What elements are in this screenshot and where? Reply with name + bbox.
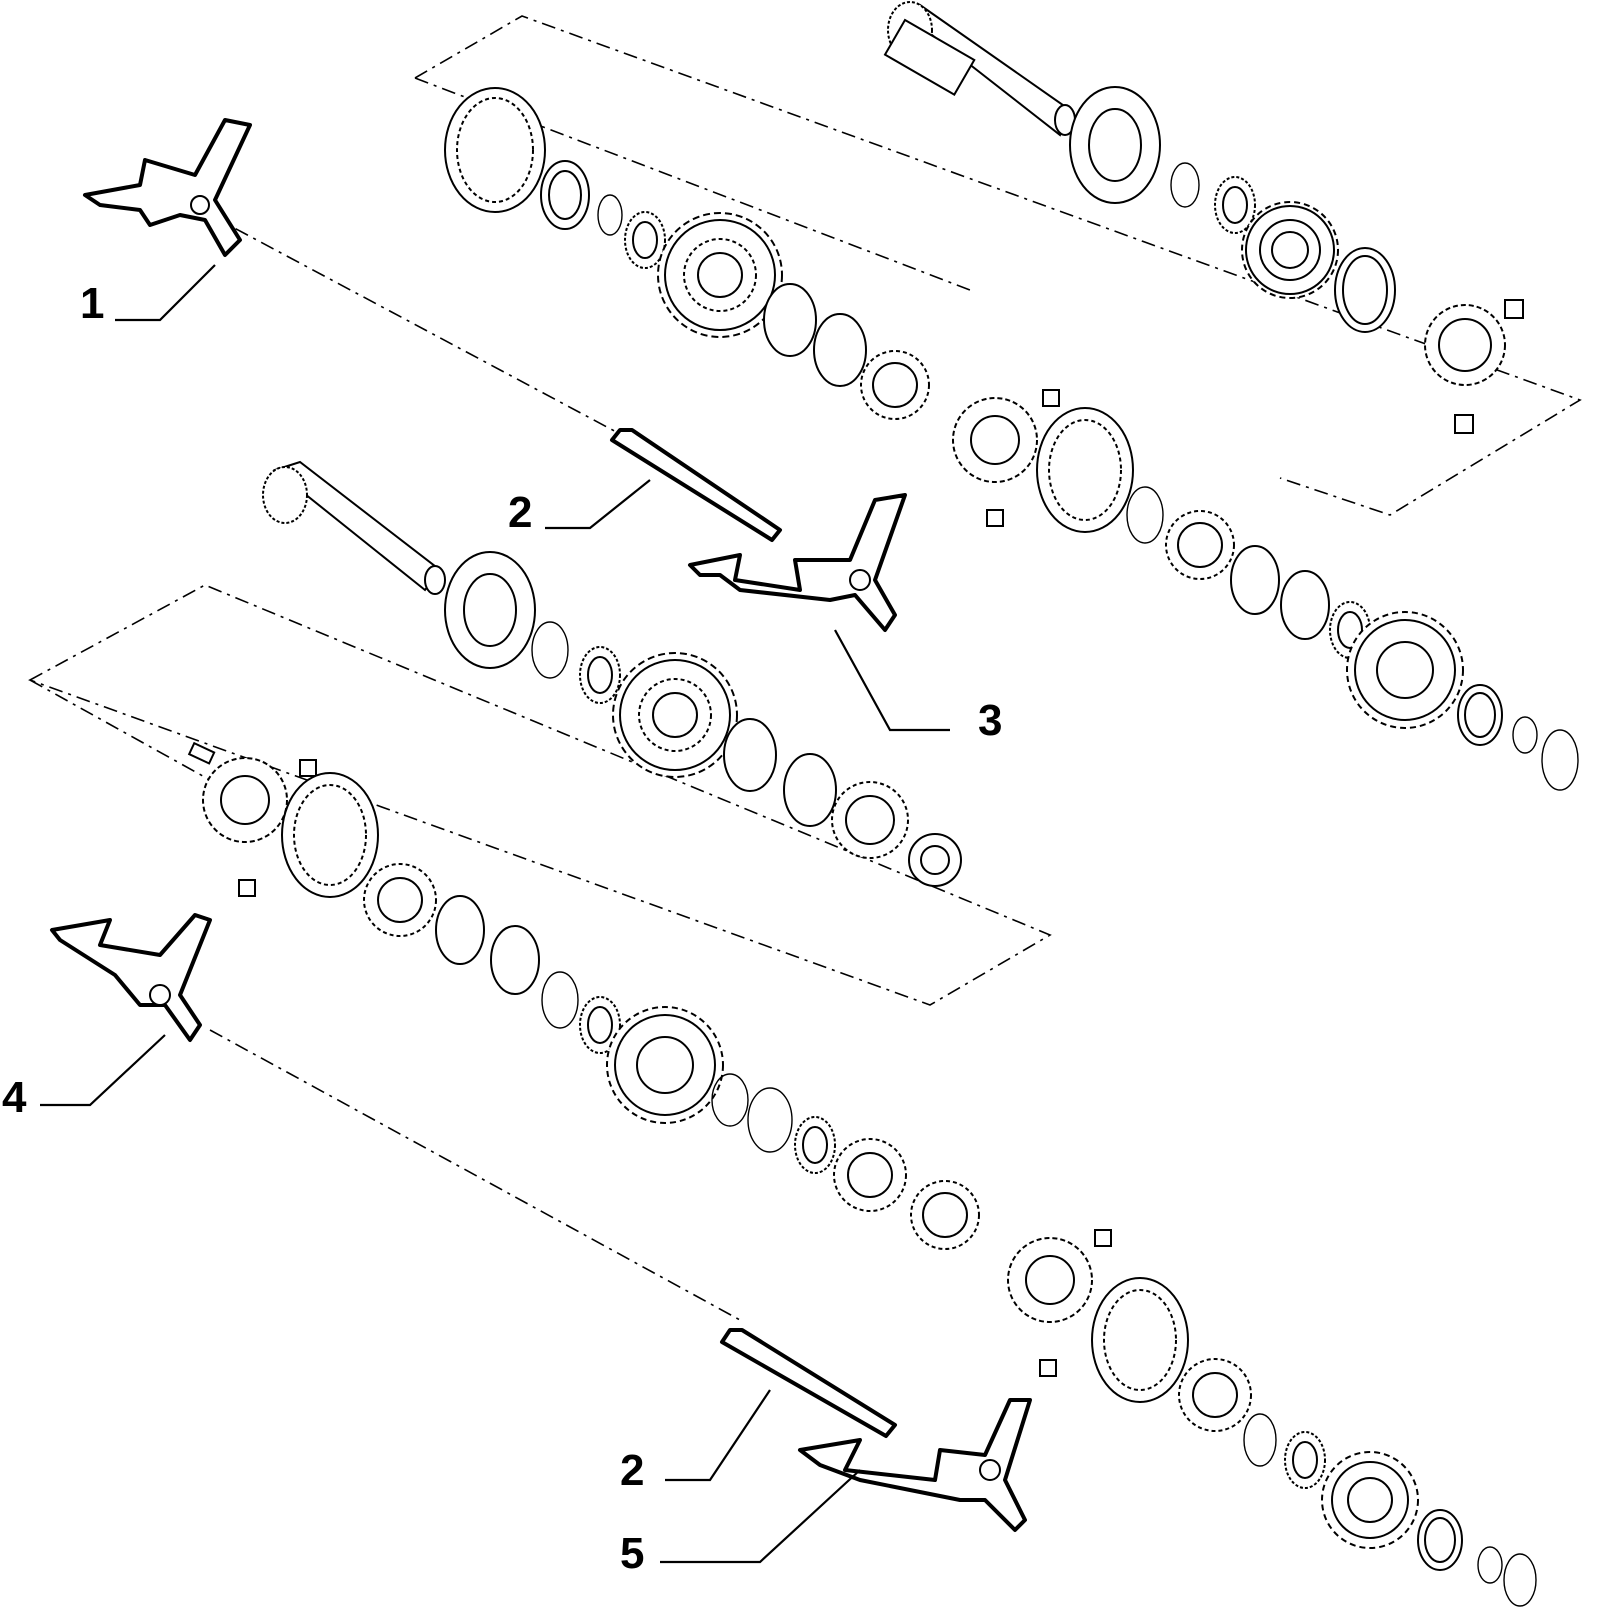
spacer-upper xyxy=(540,160,590,230)
washer-end-upper xyxy=(1541,729,1579,791)
ring-lower-a xyxy=(541,971,579,1029)
sliding-sleeve-upper-mid xyxy=(1036,407,1134,533)
gear-upper-right xyxy=(1241,201,1339,299)
ring-lower-d xyxy=(1243,1413,1277,1467)
synchro-cone-upper xyxy=(860,350,930,420)
synchro-cone-lower xyxy=(831,781,909,859)
synchro-ring-a xyxy=(763,283,817,357)
axis-line-fork-1 xyxy=(209,214,651,451)
snap-ring-upper xyxy=(1170,162,1200,208)
upper-shaft-assembly xyxy=(414,1,1582,791)
callout-label-5: 5 xyxy=(620,1529,644,1578)
callout-3: 3 xyxy=(834,629,1002,745)
callout-4: 4 xyxy=(2,1034,166,1122)
washer-end-lower xyxy=(1503,1553,1537,1607)
synchro-hub-upper-right xyxy=(1424,299,1524,434)
sliding-sleeve-lower-right xyxy=(1091,1277,1189,1403)
selector-rod-2-upper[interactable] xyxy=(610,428,782,542)
callout-label-4: 4 xyxy=(2,1073,27,1122)
synchro-ring-b xyxy=(813,313,867,387)
callout-2-upper: 2 xyxy=(508,479,651,537)
synchro-ring-h xyxy=(490,925,540,995)
synchro-ring-d xyxy=(1280,570,1330,640)
synchro-cone-lower-c xyxy=(833,1138,907,1212)
sliding-sleeve-upper-left xyxy=(444,87,546,213)
bearing-lower-left xyxy=(444,551,536,669)
needle-bearing-lower xyxy=(579,646,621,704)
selector-fork-5[interactable] xyxy=(798,1398,1032,1532)
ring-upper-mid xyxy=(1126,486,1164,544)
needle-bearing-lower-c xyxy=(794,1116,836,1174)
callout-2-lower: 2 xyxy=(620,1389,771,1495)
locking-washer xyxy=(908,833,962,887)
circlip-end-lower xyxy=(1477,1546,1503,1584)
synchro-cone-upper-mid xyxy=(1165,510,1235,580)
callout-label-2-upper: 2 xyxy=(508,488,532,537)
lower-shaft-assembly xyxy=(28,460,1537,1607)
synchro-ring-f xyxy=(783,753,837,827)
selector-fork-4[interactable] xyxy=(50,913,212,1042)
synchro-ring-upper-right xyxy=(1334,247,1396,333)
callout-5: 5 xyxy=(620,1469,861,1578)
callout-label-2-lower: 2 xyxy=(620,1446,644,1495)
needle-bearing-lower-d xyxy=(1284,1431,1326,1489)
selector-fork-1[interactable] xyxy=(83,118,252,257)
selector-fork-3[interactable] xyxy=(688,493,907,632)
callout-label-1: 1 xyxy=(80,279,104,328)
synchro-cone-lower-d xyxy=(910,1180,980,1250)
ring-lower-c xyxy=(747,1087,793,1153)
gear-lower-right xyxy=(1321,1451,1419,1549)
synchro-ring-g xyxy=(435,895,485,965)
ring-lower-b xyxy=(711,1073,749,1127)
gear-lower-b xyxy=(606,1006,724,1124)
callout-label-3: 3 xyxy=(978,696,1002,745)
circlip-upper xyxy=(597,194,623,236)
synchro-cone-lower-right xyxy=(1178,1358,1252,1432)
input-shaft-upper xyxy=(883,1,1076,137)
synchro-hub-lower-left xyxy=(187,741,317,897)
synchro-ring-c xyxy=(1230,545,1280,615)
bearing-upper-right xyxy=(1069,86,1161,204)
gear-upper-mid xyxy=(657,212,783,338)
selector-rod-2-lower[interactable] xyxy=(720,1328,897,1438)
needle-bearing-upper-right xyxy=(1214,176,1256,234)
gear-upper-lower-right xyxy=(1346,611,1464,729)
synchro-hub-upper-mid xyxy=(952,389,1060,527)
sliding-sleeve-lower-left xyxy=(281,772,379,898)
bearing-end-upper xyxy=(1457,684,1503,746)
snap-ring-lower xyxy=(531,621,569,679)
synchro-ring-e xyxy=(723,718,777,792)
synchro-cone-lower-left xyxy=(363,863,437,937)
output-shaft xyxy=(262,460,446,595)
gear-lower-mid xyxy=(612,652,738,778)
callout-1: 1 xyxy=(80,264,216,328)
circlip-end-upper xyxy=(1512,716,1538,754)
bearing-end-lower xyxy=(1417,1509,1463,1571)
synchro-hub-lower-right xyxy=(1007,1229,1112,1377)
